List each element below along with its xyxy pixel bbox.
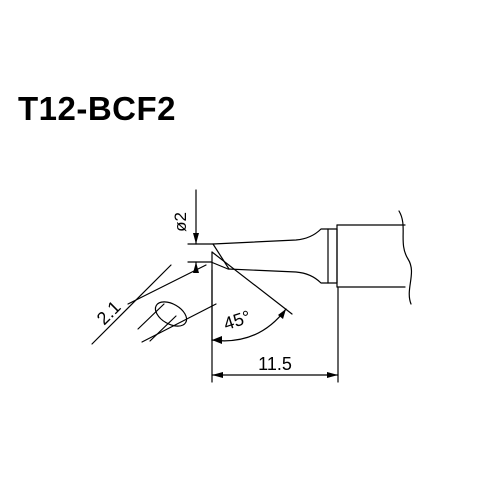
tip-body <box>210 210 413 305</box>
length-label: 11.5 <box>258 354 292 374</box>
angle-label: 45° <box>221 307 253 334</box>
diameter-label: ø2 <box>171 212 190 232</box>
diameter-dimension <box>187 189 214 273</box>
model-title: T12-BCF2 <box>18 90 177 127</box>
bevel-width-label: 2.1 <box>93 297 125 329</box>
bevel-section <box>91 264 217 345</box>
dimension-arrows <box>193 233 338 378</box>
angle-dimension <box>211 251 293 342</box>
